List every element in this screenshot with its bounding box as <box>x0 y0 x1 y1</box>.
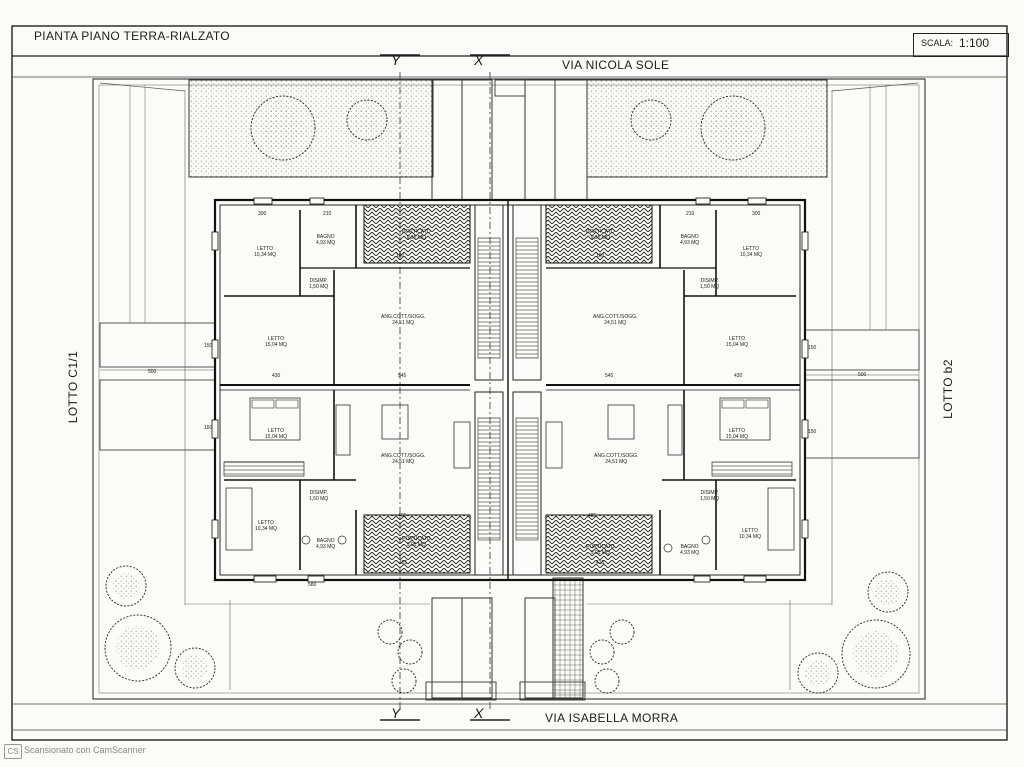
dim-ne-545: 545 <box>605 373 614 379</box>
scale-label: SCALA: <box>921 38 954 48</box>
drawing-title: PIANTA PIANO TERRA-RIALZATO <box>34 29 230 43</box>
room-disimpegno-ne: DISIMP.1,50 MQ <box>700 278 720 291</box>
scale-value: 1:100 <box>959 36 990 50</box>
building-outline <box>213 198 807 582</box>
portico-south-east <box>545 514 653 574</box>
camscanner-watermark: Scansionato con CamScanner <box>24 745 146 755</box>
stair-north-west <box>477 237 501 359</box>
paved-path <box>552 577 584 699</box>
section-mark-y-top: Y <box>391 52 401 68</box>
stair-south-west <box>477 417 501 541</box>
dim-sw-580: 580 <box>308 582 317 588</box>
lot-west: LOTTO C1/1 <box>66 350 81 424</box>
dim-nw-545: 545 <box>398 373 407 379</box>
dim-se-425: 425 <box>596 560 605 566</box>
room-disimpegno-nw: DISIMP.1,50 MQ <box>309 278 329 291</box>
room-disimpegno-se: DISIMP.1,50 MQ <box>700 490 720 503</box>
sheet-border <box>11 25 1008 741</box>
garden-north-west <box>188 79 434 178</box>
dim-nw-300: 300 <box>258 211 267 217</box>
section-mark-x-top: X <box>474 52 484 68</box>
portico-north-east <box>545 204 653 264</box>
dim-east-150-a: 150 <box>808 345 817 351</box>
dim-sw-465: 465 <box>398 513 407 519</box>
section-mark-y-bottom: Y <box>391 705 401 721</box>
dim-ne-430: 430 <box>734 373 743 379</box>
street-north: VIA NICOLA SOLE <box>562 58 670 72</box>
dim-west-150-a: 150 <box>204 343 213 349</box>
dim-sw-425: 425 <box>399 560 408 566</box>
dim-ne-180: 180 <box>596 253 605 259</box>
room-soggiorno-nw: ANG.COTT./SOGG.24,51 MQ <box>381 314 426 327</box>
dim-west-150-b: 150 <box>204 425 213 431</box>
dim-nw-180: 180 <box>396 253 405 259</box>
portico-south-west <box>363 514 471 574</box>
dim-west-500: 500 <box>148 369 157 375</box>
tree-symbols <box>104 95 911 694</box>
room-disimpegno-sw: DISIMP.1,50 MQ <box>309 490 329 503</box>
lot-east: LOTTO b2 <box>940 359 955 419</box>
section-mark-x-bottom: X <box>474 705 484 721</box>
room-soggiorno-ne: ANG.COTT./SOGG.24,51 MQ <box>593 314 638 327</box>
room-soggiorno-se: ANG.COTT./SOGG.24,51 MQ <box>594 453 639 466</box>
dim-east-150-b: 150 <box>808 429 817 435</box>
dim-se-485: 485 <box>588 513 597 519</box>
camscanner-icon: CS <box>4 744 22 759</box>
dim-ne-210: 210 <box>686 211 695 217</box>
dim-nw-210: 210 <box>323 211 332 217</box>
scale-box <box>913 33 1009 57</box>
portico-north-west <box>363 204 471 264</box>
dim-east-500: 500 <box>858 372 867 378</box>
dim-nw-430: 430 <box>272 373 281 379</box>
room-soggiorno-sw: ANG.COTT./SOGG.24,51 MQ <box>381 453 426 466</box>
garden-north-east <box>586 79 828 178</box>
stair-south-east <box>515 417 539 541</box>
street-south: VIA ISABELLA MORRA <box>545 711 679 725</box>
dim-ne-300: 300 <box>752 211 761 217</box>
stair-north-east <box>515 237 539 359</box>
